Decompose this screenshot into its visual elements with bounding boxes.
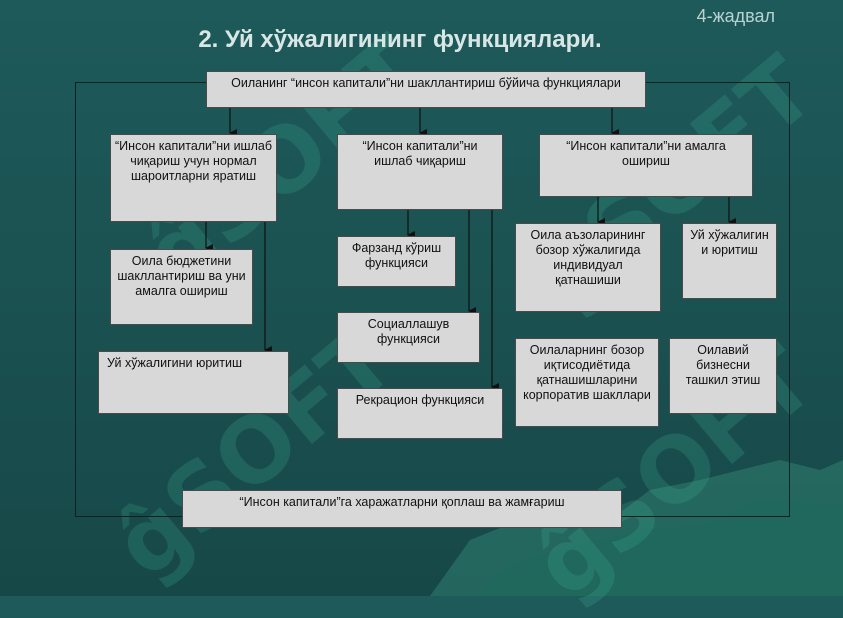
bottom-box-costs: “Инсон капитали”га харажатларни қоплаш в…: [182, 490, 622, 528]
col3-corporate-forms-box: Оилаларнинг бозор иқтисодиётида қатнашиш…: [515, 338, 659, 427]
col1-household-box: Уй хўжалигини юритиш: [98, 351, 289, 414]
col3-household-box: Уй хўжалигин и юритиш: [682, 223, 777, 299]
col1-head-box: “Инсон капитали”ни ишлаб чиқариш учун но…: [110, 134, 277, 222]
col3-family-business-box: Оилавий бизнесни ташкил этиш: [669, 338, 777, 414]
top-box-family-functions: Оиланинг “инсон капитали”ни шакллантириш…: [206, 71, 646, 108]
col3-head-box: “Инсон капитали”ни амалга ошириш: [539, 134, 753, 197]
connector-lines: [205, 108, 736, 391]
col2-socialization-box: Социаллашув функцияси: [337, 312, 480, 363]
col3-individual-participation-box: Оила аъзоларининг бозор хўжалигида индив…: [515, 223, 661, 312]
page-title: 2. Уй хўжалигининг функциялари.: [198, 26, 602, 53]
table-number-label: 4-жадвал: [696, 6, 775, 26]
col2-recreation-box: Рекрацион функцияси: [337, 388, 503, 439]
col2-head-box: “Инсон капитали”ни ишлаб чиқариш: [337, 134, 503, 210]
col1-family-budget-box: Оила бюджетини шакллантириш ва уни амалг…: [110, 249, 253, 325]
col2-childbearing-box: Фарзанд кўриш функцияси: [337, 236, 456, 287]
